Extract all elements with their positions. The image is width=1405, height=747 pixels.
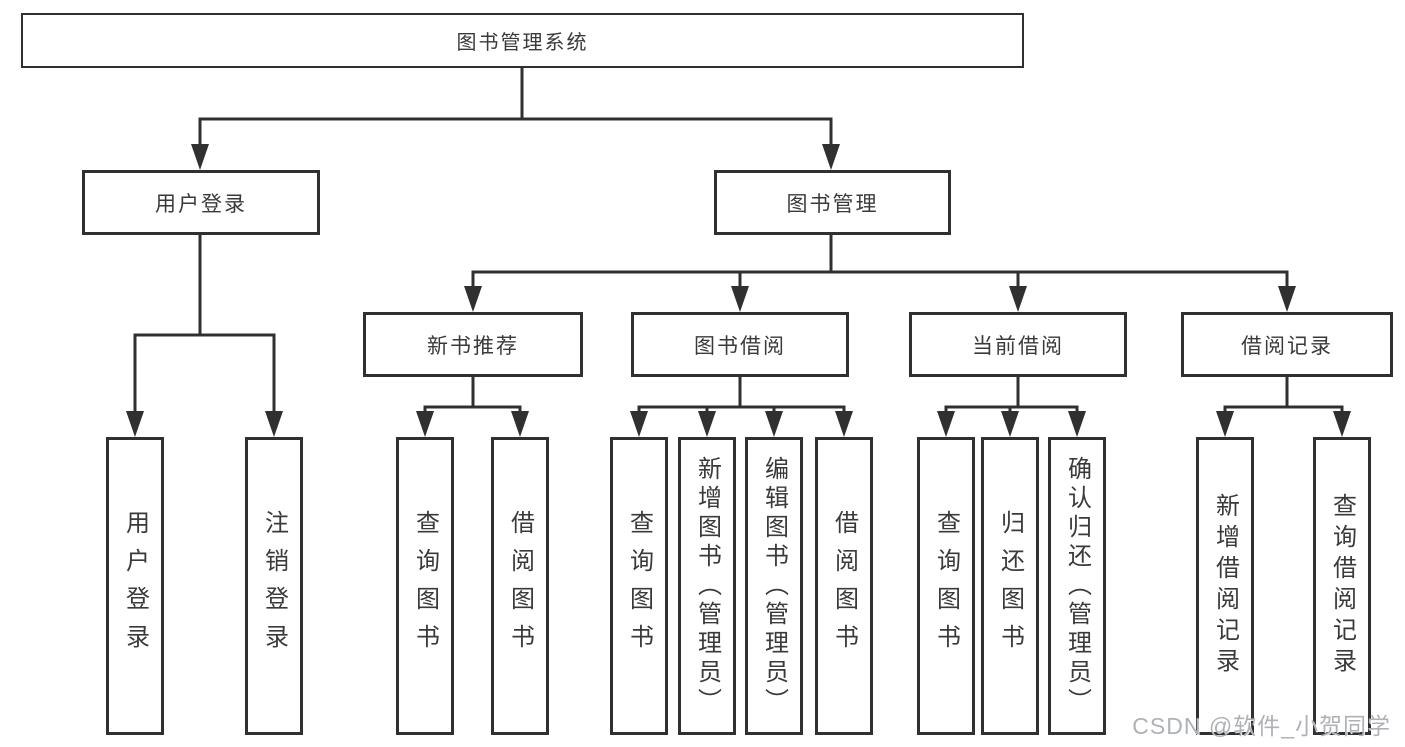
leaf-confirm-return-admin: 确认归还（管理员）	[1048, 437, 1106, 735]
node-borrowing-records: 借阅记录	[1181, 312, 1393, 377]
node-current-borrowing: 当前借阅	[909, 312, 1127, 377]
leaf-borrow-books-recommend: 借阅图书	[491, 437, 549, 735]
leaf-edit-book-admin: 编辑图书（管理员）	[745, 437, 803, 735]
leaf-query-books-recommend: 查询图书	[396, 437, 454, 735]
leaf-query-borrow-record: 查询借阅记录	[1313, 437, 1371, 735]
watermark-text: CSDN @软件_小贺同学	[1132, 713, 1391, 739]
node-book-borrowing: 图书借阅	[631, 312, 849, 377]
leaf-query-books-borrow: 查询图书	[610, 437, 668, 735]
leaf-query-books-current: 查询图书	[917, 437, 975, 735]
leaf-borrow-books: 借阅图书	[815, 437, 873, 735]
leaf-logout: 注销登录	[245, 437, 303, 735]
node-new-book-recommend: 新书推荐	[363, 312, 583, 377]
leaf-user-login: 用户登录	[106, 437, 164, 735]
leaf-add-borrow-record: 新增借阅记录	[1196, 437, 1254, 735]
leaf-add-book-admin: 新增图书（管理员）	[678, 437, 736, 735]
node-user-login: 用户登录	[82, 170, 320, 235]
node-library-management-system: 图书管理系统	[21, 13, 1024, 68]
leaf-return-book: 归还图书	[981, 437, 1039, 735]
node-book-management: 图书管理	[714, 170, 951, 235]
